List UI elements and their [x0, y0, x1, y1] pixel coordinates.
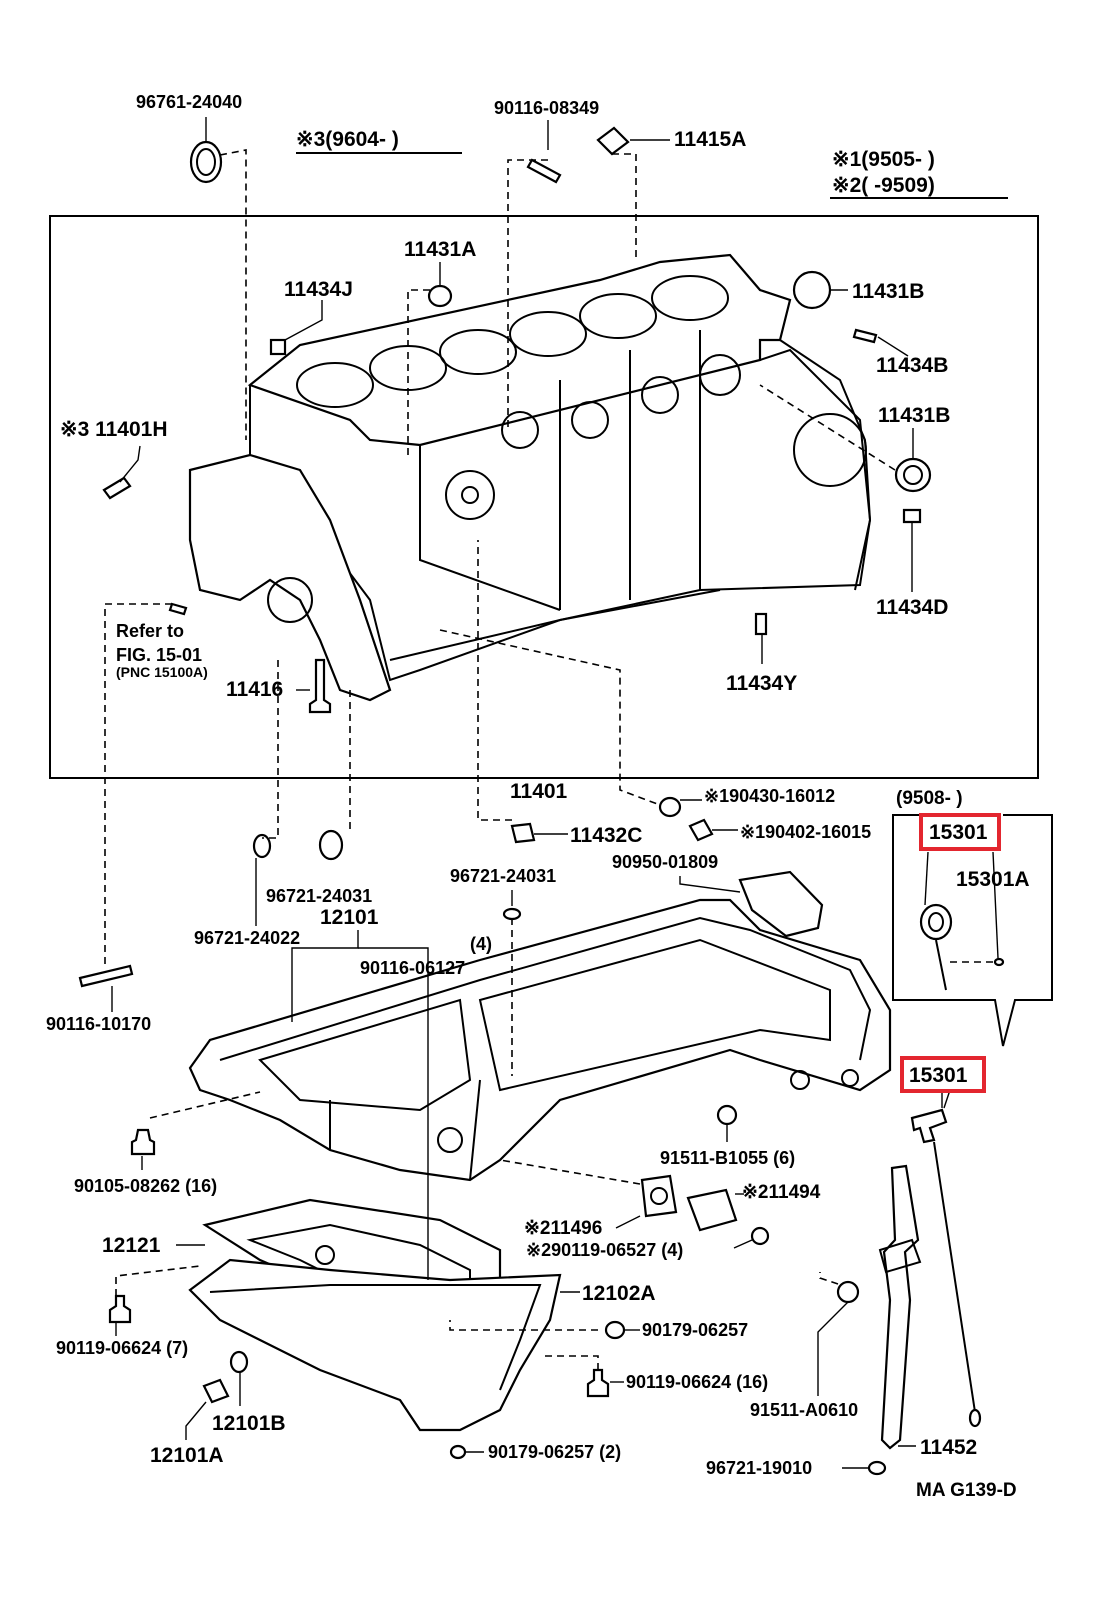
label-11401H[interactable]: ※3 11401H	[60, 418, 168, 441]
label-91511-B1055[interactable]: 91511-B1055 (6)	[660, 1148, 795, 1168]
label-15301[interactable]: 15301	[909, 1064, 968, 1087]
label-90105-08262[interactable]: 90105-08262 (16)	[74, 1176, 217, 1196]
label-90116-06127-qty[interactable]: (4)	[470, 934, 492, 954]
label-90119-06624-left[interactable]: 90119-06624 (7)	[56, 1338, 188, 1358]
label-90119-06527[interactable]: ※290119-06527 (4)	[526, 1240, 683, 1260]
refer-to-line2: FIG. 15-01	[116, 645, 202, 665]
label-211494[interactable]: ※211494	[742, 1182, 821, 1203]
dipstick-inset	[892, 814, 1053, 1047]
inset-range: (9508- )	[896, 788, 963, 809]
label-11416[interactable]: 11416	[226, 678, 283, 701]
label-96721-24031-oring[interactable]: 96721-24031	[266, 886, 372, 906]
label-11434J[interactable]: 11434J	[284, 278, 353, 301]
label-90116-10170[interactable]: 90116-10170	[46, 1014, 151, 1034]
label-11434Y[interactable]: 11434Y	[726, 672, 797, 695]
note-3: ※3(9604- )	[296, 128, 399, 151]
highlight-15301-inset	[919, 813, 1001, 851]
label-91511-A0610[interactable]: 91511-A0610	[750, 1400, 858, 1420]
engine-block-drawing	[188, 253, 872, 702]
label-211496[interactable]: ※211496	[524, 1218, 602, 1239]
note-2: ※2( -9509)	[832, 174, 935, 197]
label-12121[interactable]: 12121	[102, 1234, 161, 1257]
label-96721-24031-washer[interactable]: 96721-24031	[450, 866, 556, 886]
label-11452[interactable]: 11452	[920, 1436, 977, 1459]
label-11434B[interactable]: 11434B	[876, 354, 948, 377]
label-11431B-mid[interactable]: 11431B	[878, 404, 950, 427]
oil-pan-upper-drawing	[188, 898, 892, 1182]
label-12101B[interactable]: 12101B	[212, 1412, 286, 1435]
label-11434D[interactable]: 11434D	[876, 596, 948, 619]
note-1: ※1(9505- )	[832, 148, 935, 171]
label-96761-24040[interactable]: 96761-24040	[136, 92, 242, 112]
label-90179-06257-b[interactable]: 90179-06257 (2)	[488, 1442, 621, 1462]
label-12102A[interactable]: 12102A	[582, 1282, 656, 1305]
oil-pan-small-parts	[108, 1104, 982, 1476]
label-96721-24022[interactable]: 96721-24022	[194, 928, 300, 948]
leader-lines	[104, 117, 951, 1469]
label-90116-08349[interactable]: 90116-08349	[494, 98, 599, 118]
oil-pan-lower-drawing	[188, 1198, 562, 1432]
engine-block-frame	[49, 215, 1039, 779]
label-11432C[interactable]: 11432C	[570, 824, 642, 847]
small-parts	[78, 126, 932, 988]
label-190430-16012[interactable]: ※190430-16012	[704, 786, 835, 806]
highlight-15301	[900, 1056, 986, 1093]
part-labels: 96761-24040 90116-08349 11415A 11431A 11…	[46, 92, 1030, 1501]
label-11415A[interactable]: 11415A	[674, 128, 746, 151]
label-11401[interactable]: 11401	[510, 780, 568, 803]
label-12101[interactable]: 12101	[320, 906, 379, 929]
label-90950-01809[interactable]: 90950-01809	[612, 852, 718, 872]
diagram-code: MA G139-D	[916, 1480, 1017, 1501]
label-96721-19010[interactable]: 96721-19010	[706, 1458, 812, 1478]
label-11431A[interactable]: 11431A	[404, 238, 476, 261]
label-11431B-top[interactable]: 11431B	[852, 280, 924, 303]
refer-to-line1: Refer to	[116, 621, 184, 641]
label-90179-06257-a[interactable]: 90179-06257	[642, 1320, 748, 1340]
label-190402-16015[interactable]: ※190402-16015	[740, 822, 871, 842]
header-notes: ※3(9604- ) ※1(9505- ) ※2( -9509) (9508- …	[116, 128, 1008, 809]
label-90119-06624-right[interactable]: 90119-06624 (16)	[626, 1372, 768, 1392]
refer-to-line3: (PNC 15100A)	[116, 664, 208, 680]
label-90116-06127[interactable]: 90116-06127	[360, 958, 465, 978]
label-15301A[interactable]: 15301A	[956, 868, 1030, 891]
label-15301-inset[interactable]: 15301	[929, 821, 988, 844]
label-12101A[interactable]: 12101A	[150, 1444, 224, 1467]
